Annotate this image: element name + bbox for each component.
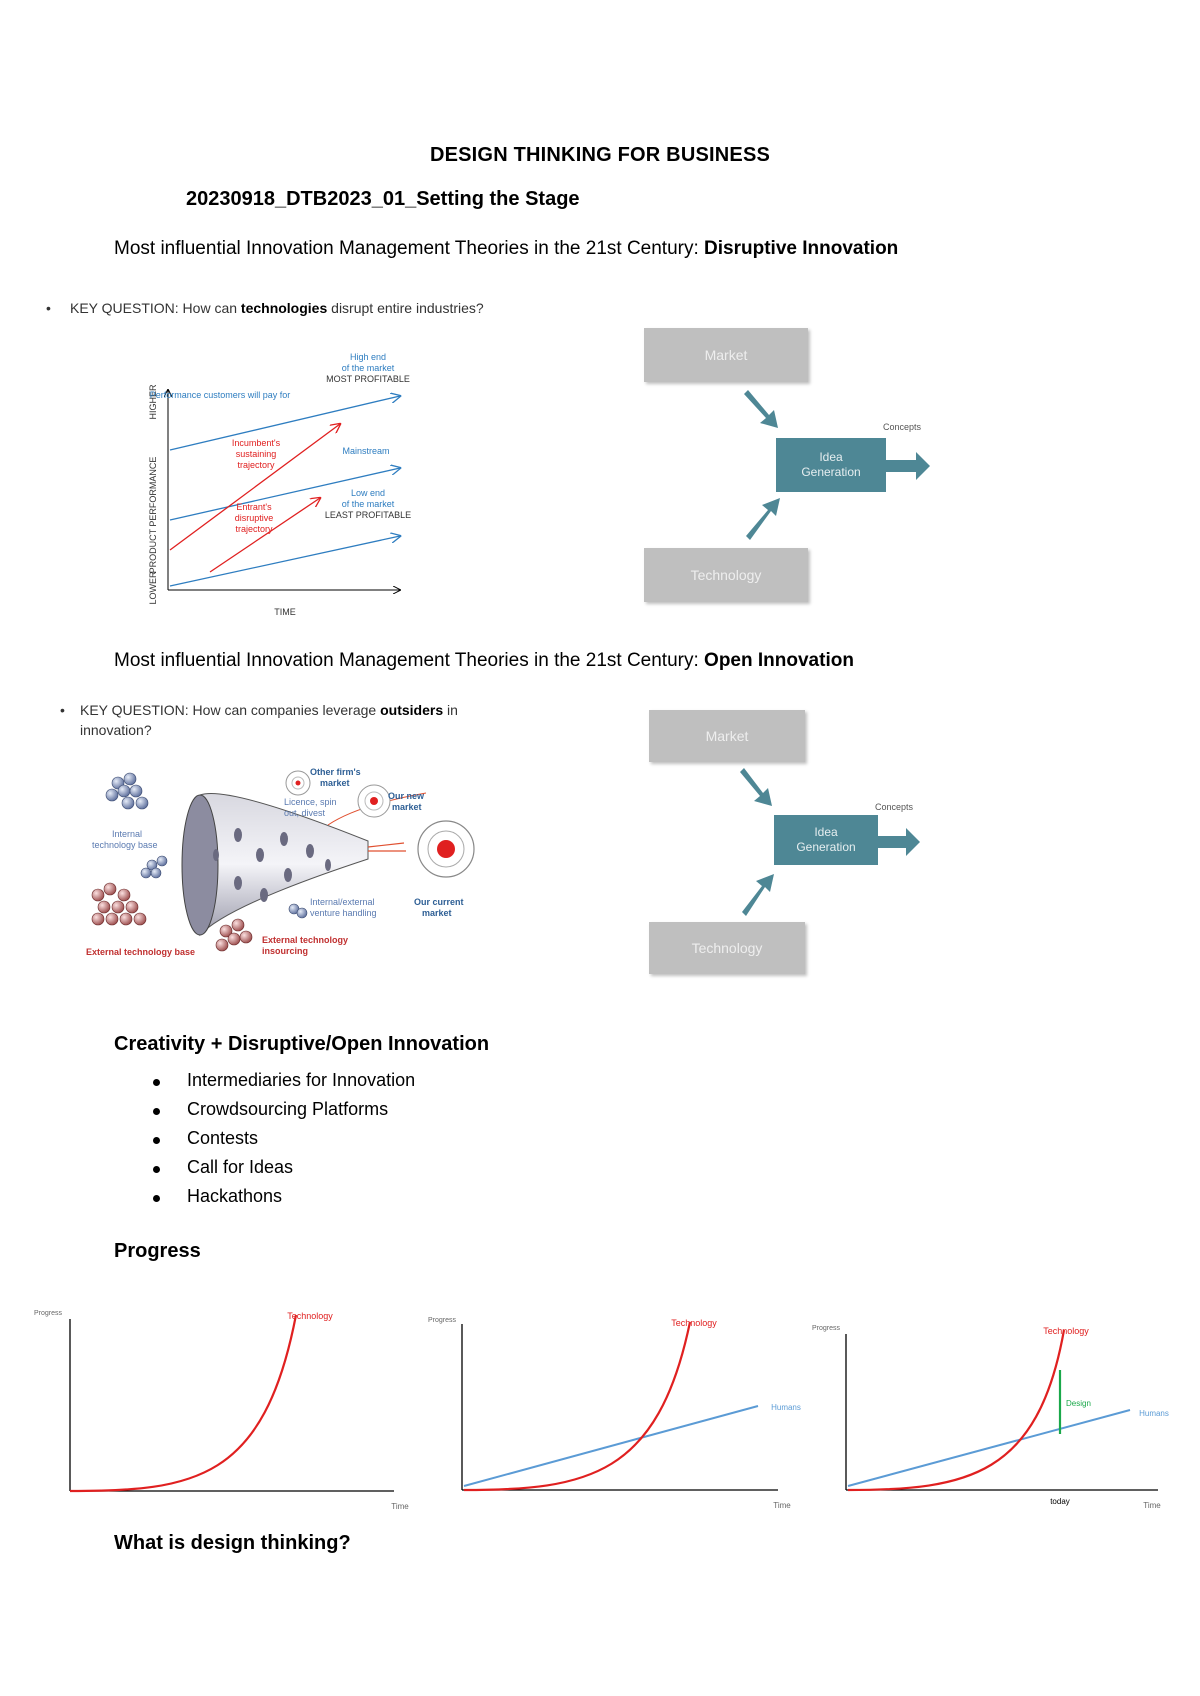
arrow-market-to-idea-2 bbox=[740, 768, 772, 806]
arrow-idea-to-concepts-2 bbox=[876, 828, 920, 856]
technology-curve bbox=[69, 1314, 298, 1493]
flow-arrows-1: Concepts bbox=[744, 390, 930, 540]
list-item: Intermediaries for Innovation bbox=[150, 1070, 415, 1099]
svg-text:Progress: Progress bbox=[812, 1325, 841, 1332]
svg-text:Time: Time bbox=[1143, 1501, 1161, 1510]
y-axis-top-label: HIGHER bbox=[148, 384, 158, 420]
svg-text:Technology: Technology bbox=[287, 1311, 333, 1321]
design-thinking-heading: What is design thinking? bbox=[114, 1532, 351, 1554]
svg-text:Design: Design bbox=[1066, 1399, 1091, 1408]
entrant-trajectory bbox=[209, 498, 320, 573]
target-other-market bbox=[285, 770, 311, 796]
mainstream-line bbox=[169, 468, 400, 521]
concepts-label: Concepts bbox=[883, 422, 922, 432]
external-technology-base bbox=[91, 882, 253, 952]
theory-heading-open: Most influential Innovation Management T… bbox=[114, 650, 854, 671]
progress-y-label: Progress bbox=[34, 1310, 63, 1317]
svg-text:Time: Time bbox=[773, 1501, 791, 1510]
list-item: Contests bbox=[150, 1128, 415, 1157]
flow-technology-box-2: Technology bbox=[649, 922, 805, 974]
progress-heading: Progress bbox=[114, 1240, 201, 1262]
flow-market-box-2: Market bbox=[649, 710, 805, 762]
disruptive-innovation-chart: PRODUCT PERFORMANCE HIGHER LOWER TIME Pe… bbox=[148, 352, 411, 617]
progress-chart-1: Progress Technology Time bbox=[34, 1310, 409, 1511]
document-title: DESIGN THINKING FOR BUSINESS bbox=[429, 144, 771, 166]
humans-line-3 bbox=[847, 1409, 1131, 1487]
internal-technology-base bbox=[105, 772, 168, 879]
flow-technology-box: Technology bbox=[644, 548, 808, 602]
creativity-heading: Creativity + Disruptive/Open Innovation bbox=[114, 1033, 490, 1055]
svg-text:Humans: Humans bbox=[1139, 1409, 1169, 1418]
svg-text:Technology: Technology bbox=[1043, 1326, 1089, 1336]
arrow-tech-to-idea-2 bbox=[742, 874, 774, 916]
incumbent-trajectory bbox=[169, 424, 340, 551]
svg-text:today: today bbox=[1050, 1497, 1070, 1506]
mainstream-label: Mainstream bbox=[342, 446, 389, 456]
progress-chart-2: Progress Technology Humans Time bbox=[428, 1317, 801, 1510]
svg-text:Technology: Technology bbox=[671, 1318, 717, 1328]
humans-line bbox=[463, 1405, 759, 1487]
target-new-market bbox=[357, 784, 391, 818]
svg-text:Progress: Progress bbox=[428, 1317, 457, 1324]
funnel-mouth bbox=[181, 794, 219, 936]
x-axis-label: TIME bbox=[274, 607, 296, 617]
venture-handling-icon bbox=[288, 903, 308, 919]
flow-arrows-2: Concepts bbox=[740, 768, 920, 916]
concepts-label-2: Concepts bbox=[875, 802, 914, 812]
theory-heading-disruptive: Most influential Innovation Management T… bbox=[114, 238, 899, 259]
creativity-bullet-list: Intermediaries for Innovation Crowdsourc… bbox=[150, 1070, 415, 1215]
progress-chart-3: Progress Design Technology Humans today … bbox=[812, 1325, 1169, 1510]
svg-text:Time: Time bbox=[391, 1502, 409, 1511]
high-end-line bbox=[169, 396, 400, 451]
document-subtitle: 20230918_DTB2023_01_Setting the Stage bbox=[186, 188, 580, 210]
arrow-tech-to-idea bbox=[746, 498, 780, 540]
y-axis-label: PRODUCT PERFORMANCE bbox=[148, 457, 158, 574]
list-item: Call for Ideas bbox=[150, 1157, 415, 1186]
svg-text:External technology base: External technology base bbox=[86, 947, 195, 957]
technology-curve-3 bbox=[847, 1329, 1066, 1492]
list-item: Crowdsourcing Platforms bbox=[150, 1099, 415, 1128]
target-current-market bbox=[417, 820, 475, 878]
funnel-body bbox=[199, 792, 369, 937]
low-end-line bbox=[169, 536, 400, 587]
arrow-idea-to-concepts bbox=[886, 452, 930, 480]
y-axis-bottom-label: LOWER bbox=[148, 571, 158, 605]
arrow-market-to-idea bbox=[744, 390, 778, 428]
list-item: Hackathons bbox=[150, 1186, 415, 1215]
flow-market-box: Market bbox=[644, 328, 808, 382]
svg-text:Humans: Humans bbox=[771, 1403, 801, 1412]
perf-label: Performance customers will pay for bbox=[150, 390, 291, 400]
technology-curve-2 bbox=[463, 1321, 692, 1492]
